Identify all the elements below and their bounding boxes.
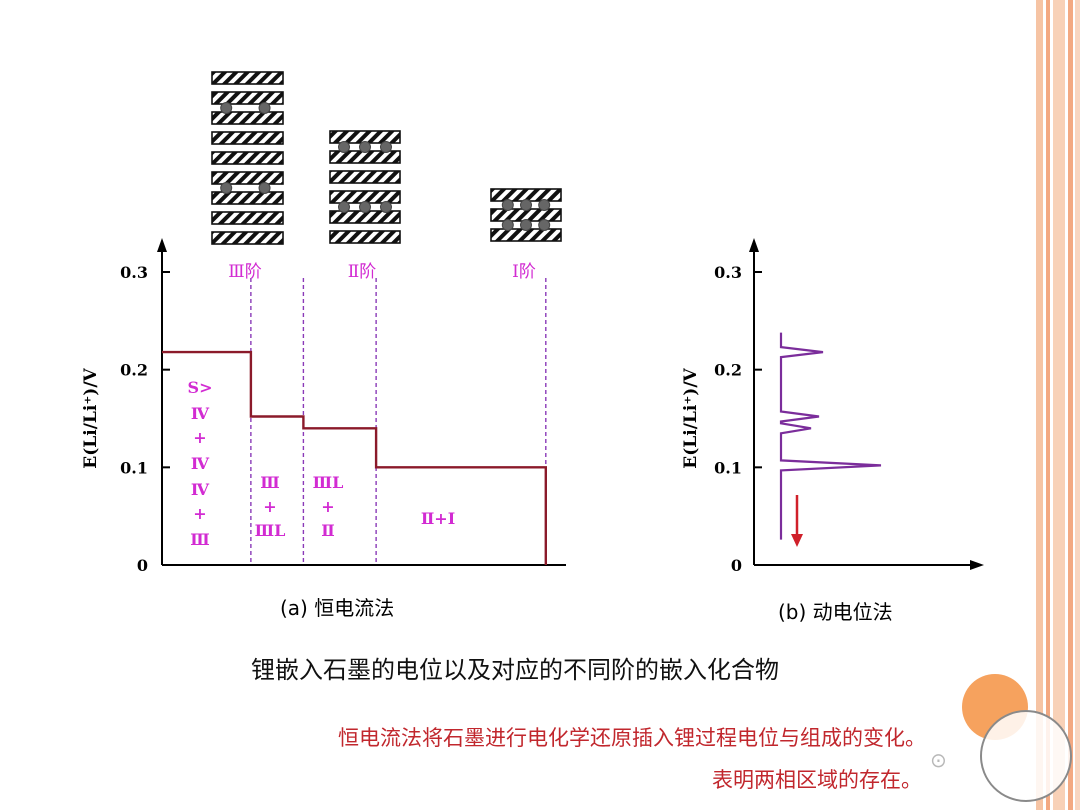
region-label: + [263,497,276,516]
y-tick-label: 0.3 [714,263,742,282]
y-tick-label: 0.2 [714,361,742,380]
region-label: ⅢL [313,473,344,492]
lithium-atom [338,201,350,213]
lithium-atom [220,182,233,194]
graphene-layer [211,71,284,85]
figure-canvas: 0 0.1 0.2 0.3E(Li/Li⁺)/V Ⅲ阶 Ⅱ阶 Ⅰ阶 S> Ⅳ + Ⅳ Ⅳ + Ⅲ Ⅲ + ⅢL Ⅲ… [81,71,984,575]
graphene-layer [211,231,284,245]
charge-curve [162,350,547,565]
region-label: Ⅱ+Ⅰ [421,509,455,528]
graphene-layer [329,230,401,244]
slide-border-stripe [1068,0,1073,810]
lithium-atom [359,141,371,153]
y-axis-label: E(Li/Li⁺)/V [681,367,701,468]
region-label: + [193,504,206,523]
chart-a: 0 0.1 0.2 0.3E(Li/Li⁺)/V Ⅲ阶 Ⅱ阶 Ⅰ阶 S> Ⅳ + Ⅳ Ⅳ + Ⅲ Ⅲ + ⅢL Ⅲ… [81,238,566,575]
y-tick-label: 0.1 [120,458,148,477]
region-label: Ⅳ [191,404,210,423]
y-tick-label: 0.3 [120,263,148,282]
region-label: S> [188,378,213,397]
x-axis-arrow [970,560,984,570]
scan-arrow-head [791,534,803,547]
lithium-atom [338,141,350,153]
region-label: ⅢL [255,521,286,540]
region-label: Ⅲ [190,530,209,549]
lithium-atom [501,199,514,211]
chart-a-subtitle: (a) 恒电流法 [280,596,395,620]
y-axis-label: E(Li/Li⁺)/V [81,367,101,468]
region-label: + [193,428,206,447]
lithium-atom [258,102,271,114]
slide-border-stripe [1053,0,1065,810]
graphene-layer [211,151,284,165]
graphene-layer [211,111,284,125]
lithium-atom [220,102,233,114]
y-tick-label: 0.1 [714,458,742,477]
lithium-atom [380,141,392,153]
chart-b: 0 0.1 0.2 0.3E(Li/Li⁺)/V [681,238,984,575]
slide-border-stripe [1036,0,1043,810]
note-line-2: 表明两相区域的存在。 [712,768,922,792]
lithium-atom [538,219,551,231]
graphene-layer [211,91,284,105]
graphene-layer [211,191,284,205]
lithium-atom [520,199,532,211]
graphene-layer [211,131,284,145]
region-label: + [321,497,334,516]
voltammetry-curve [779,332,882,540]
y-tick-label: 0.2 [120,361,148,380]
lithium-atom [380,201,392,213]
region-label: Ⅳ [191,480,210,499]
y-tick-label: 0 [731,556,742,575]
lithium-atom [538,199,551,211]
lithium-atom [520,219,532,231]
slide-border-stripe [1046,0,1050,810]
region-label: Ⅳ [191,454,210,473]
stage-label: Ⅱ阶 [348,262,377,282]
lithium-atom [359,201,371,213]
watermark-stamp [980,710,1072,802]
graphite-stage-illustrations [211,71,562,245]
graphene-layer [329,170,401,184]
y-axis-arrow [157,238,167,252]
region-label: Ⅲ [260,473,279,492]
graphene-layer [211,211,284,225]
graphene-layer [211,171,284,185]
lithium-atom [258,182,271,194]
figure-caption: 锂嵌入石墨的电位以及对应的不同阶的嵌入化合物 [251,656,779,684]
y-axis-arrow [749,238,759,252]
note-line-1: 恒电流法将石墨进行电化学还原插入锂过程电位与组成的变化。 [338,726,926,750]
lithium-atom [501,219,514,231]
chart-b-subtitle: (b) 动电位法 [778,600,893,624]
slide-border-stripe [1075,0,1080,810]
y-tick-label: 0 [137,556,148,575]
stage-label: Ⅰ阶 [512,262,536,282]
region-label: Ⅱ [321,521,334,540]
stage-label: Ⅲ阶 [228,262,261,282]
watermark-text: ⊙ [930,748,947,772]
